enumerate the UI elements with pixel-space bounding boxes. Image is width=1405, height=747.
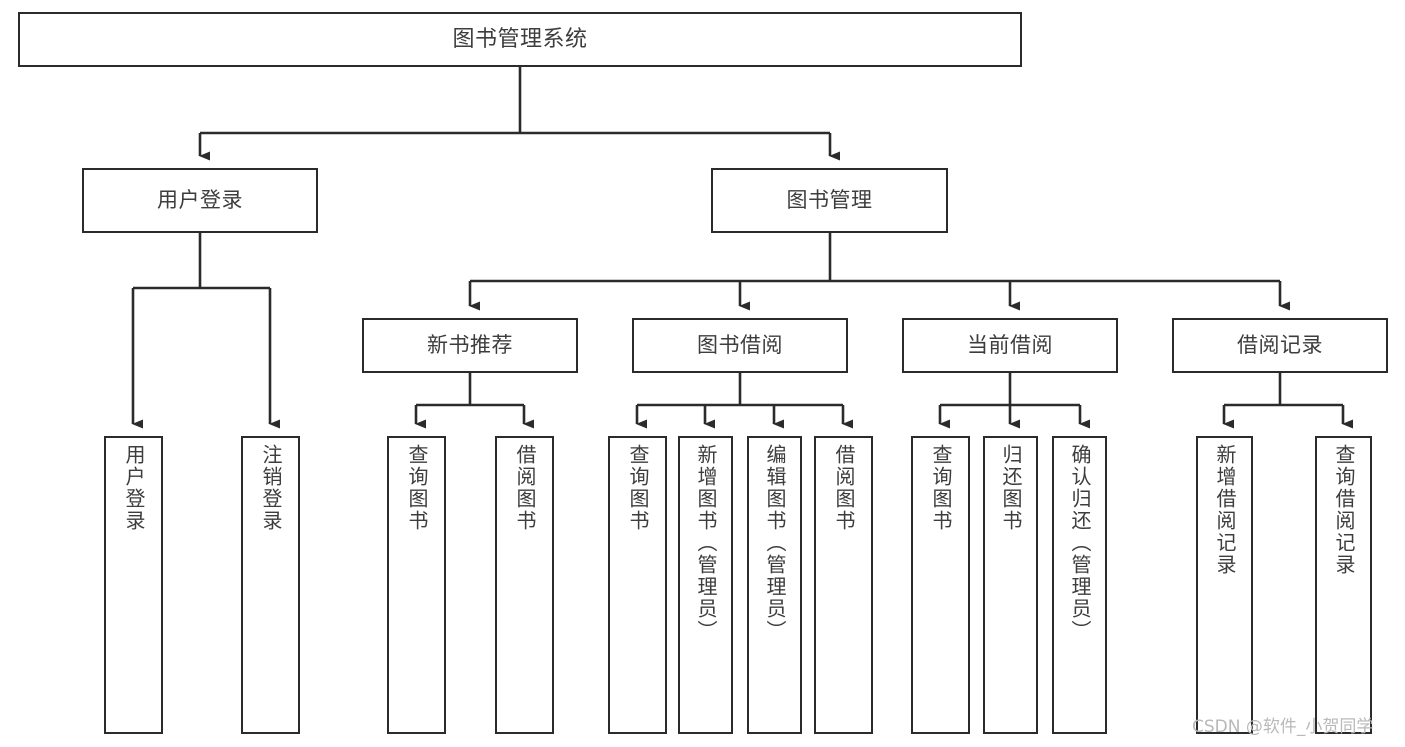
node-label: 用户登录 — [122, 444, 146, 532]
leaf-borrow-book[interactable]: 借阅图书 — [814, 436, 873, 734]
node-label: 图书管理系统 — [452, 26, 588, 52]
node-label: 查询图书 — [626, 444, 650, 532]
node-current-borrow[interactable]: 当前借阅 — [902, 318, 1118, 373]
node-user-login[interactable]: 用户登录 — [82, 168, 318, 233]
leaf-logout[interactable]: 注销登录 — [241, 436, 300, 734]
node-label: 用户登录 — [157, 188, 243, 213]
leaf-add-book-admin[interactable]: 新增图书（管理员） — [678, 436, 733, 734]
node-borrow-record[interactable]: 借阅记录 — [1172, 318, 1388, 373]
node-label: 查询图书 — [405, 444, 429, 532]
node-label: 借阅图书 — [832, 444, 856, 532]
leaf-query-book-borrow[interactable]: 查询图书 — [608, 436, 667, 734]
node-label: 查询图书 — [929, 444, 953, 532]
node-label: 当前借阅 — [967, 333, 1053, 358]
node-book-borrow[interactable]: 图书借阅 — [632, 318, 848, 373]
leaf-edit-book-admin[interactable]: 编辑图书（管理员） — [747, 436, 802, 734]
node-label: 归还图书 — [999, 444, 1023, 532]
node-label: 借阅图书 — [513, 444, 537, 532]
node-label: 编辑图书（管理员） — [763, 444, 787, 642]
leaf-return-book[interactable]: 归还图书 — [983, 436, 1038, 734]
leaf-query-book-recommend[interactable]: 查询图书 — [387, 436, 446, 734]
leaf-user-login[interactable]: 用户登录 — [104, 436, 163, 734]
node-label: 新书推荐 — [427, 333, 513, 358]
node-book-management[interactable]: 图书管理 — [711, 168, 948, 233]
leaf-confirm-return-admin[interactable]: 确认归还（管理员） — [1052, 436, 1107, 734]
csdn-watermark: CSDN @软件_小贺同学 — [1192, 717, 1374, 737]
node-label: 确认归还（管理员） — [1068, 444, 1092, 642]
node-new-book-recommend[interactable]: 新书推荐 — [362, 318, 578, 373]
node-label: 新增图书（管理员） — [694, 444, 718, 642]
node-label: 图书借阅 — [697, 333, 783, 358]
leaf-add-borrow-record[interactable]: 新增借阅记录 — [1196, 436, 1253, 734]
node-label: 借阅记录 — [1237, 333, 1323, 358]
node-label: 查询借阅记录 — [1332, 444, 1356, 576]
node-label: 图书管理 — [786, 188, 873, 213]
node-label: 新增借阅记录 — [1213, 444, 1237, 576]
node-label: 注销登录 — [259, 444, 283, 532]
leaf-query-borrow-record[interactable]: 查询借阅记录 — [1315, 436, 1372, 734]
leaf-query-book-current[interactable]: 查询图书 — [911, 436, 970, 734]
leaf-borrow-book-recommend[interactable]: 借阅图书 — [495, 436, 554, 734]
node-root-library-management-system[interactable]: 图书管理系统 — [18, 12, 1022, 67]
